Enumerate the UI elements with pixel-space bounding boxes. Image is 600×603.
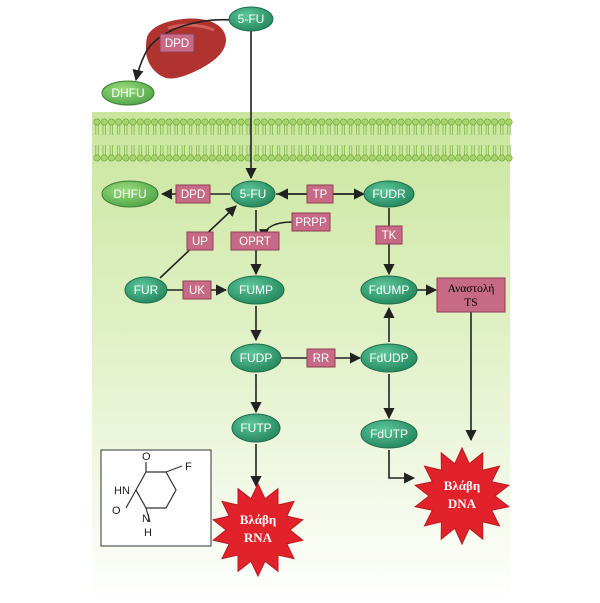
node-fudr: FUDR xyxy=(372,187,406,201)
node-fdump: FdUMP xyxy=(369,283,410,297)
rna-damage-line1: Βλάβη xyxy=(240,512,277,527)
enzyme-labels: DPD DPD TP PRPP UP OPRT TK UK RR xyxy=(159,33,403,368)
fluorouracil-structure: O F HN O N H xyxy=(100,449,212,547)
structure-h: H xyxy=(144,527,152,539)
ts-inhibition-line2: TS xyxy=(464,297,477,309)
structure-o-left: O xyxy=(112,505,121,517)
node-futp: FUTP xyxy=(240,421,271,435)
enzyme-up: UP xyxy=(192,236,208,248)
ts-inhibition-line1: Αναστολή xyxy=(448,283,495,295)
enzyme-prpp: PRPP xyxy=(295,217,327,229)
node-dhfu-top: DHFU xyxy=(111,86,144,100)
pathway-arrows xyxy=(132,18,477,488)
cell-membrane xyxy=(93,118,513,162)
enzyme-uk: UK xyxy=(189,285,205,297)
node-fudp: FUDP xyxy=(240,351,273,365)
node-fump: FUMP xyxy=(239,283,273,297)
node-5fu-top: 5-FU xyxy=(238,12,265,26)
node-fdudp: FdUDP xyxy=(369,351,408,365)
dna-damage-line2: DNA xyxy=(448,496,477,511)
enzyme-tp: TP xyxy=(313,189,328,201)
structure-f: F xyxy=(185,461,192,473)
metabolite-nodes: 5-FU DHFU DHFU 5-FU FUDR FUR FUMP FdUMP … xyxy=(101,6,418,449)
enzyme-oprt: OPRT xyxy=(239,236,271,248)
structure-hn: HN xyxy=(114,485,130,497)
rna-damage-burst: Βλάβη RNA xyxy=(212,482,304,578)
enzyme-tk: TK xyxy=(382,230,397,242)
node-dhfu-inner: DHFU xyxy=(113,187,146,201)
enzyme-dpd-liver: DPD xyxy=(165,38,189,50)
node-5fu-inner: 5-FU xyxy=(240,187,267,201)
structure-o-top: O xyxy=(142,451,151,463)
dna-damage-line1: Βλάβη xyxy=(444,478,481,493)
dna-damage-burst: Βλάβη DNA xyxy=(414,446,510,546)
enzyme-rr: RR xyxy=(313,353,330,365)
structure-n: N xyxy=(142,513,150,525)
node-fur: FUR xyxy=(134,283,159,297)
rna-damage-line2: RNA xyxy=(244,530,273,545)
node-fdutp: FdUTP xyxy=(370,427,408,441)
enzyme-dpd: DPD xyxy=(181,189,205,201)
ts-inhibition-box: Αναστολή TS xyxy=(436,277,506,313)
